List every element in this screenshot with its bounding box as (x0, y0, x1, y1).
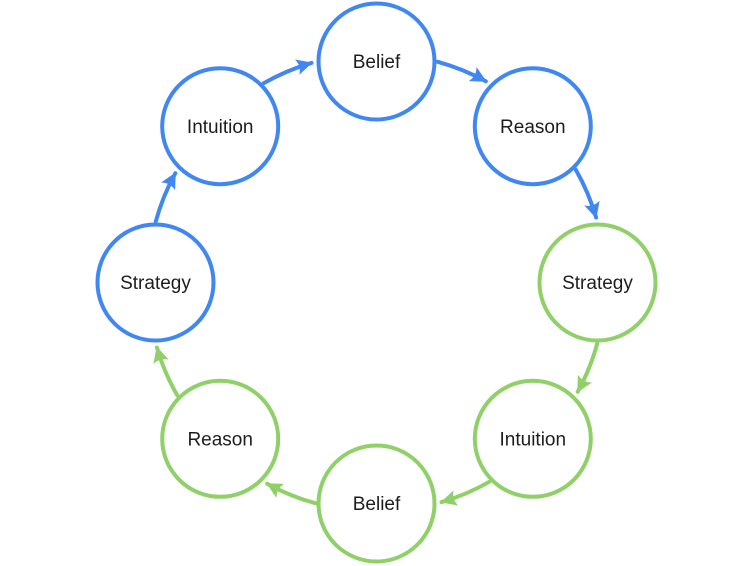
node-circle-reason-top-right (472, 66, 593, 187)
node-label-belief-top: Belief (353, 52, 401, 73)
node-intuition-top-left: Intuition (160, 66, 281, 187)
node-belief-bottom: Belief (316, 443, 437, 564)
node-reason-bottom-left: Reason (160, 378, 281, 499)
node-circle-belief-bottom (316, 443, 437, 564)
node-circle-strategy-left (95, 222, 216, 343)
arrow-reason-bottom-left-to-strategy-left (153, 345, 180, 398)
node-label-intuition-top-left: Intuition (187, 117, 254, 138)
node-label-reason-bottom-left: Reason (187, 429, 253, 450)
node-circle-intuition-top-left (160, 66, 281, 187)
node-circle-belief-top (316, 1, 437, 122)
arrow-strategy-left-to-intuition-top-left (153, 171, 178, 224)
arrow-strategy-right-to-intuition-bottom-right (575, 341, 600, 394)
arrow-belief-bottom-to-reason-bottom-left (265, 481, 318, 506)
node-circle-reason-bottom-left (160, 378, 281, 499)
node-strategy-left: Strategy (95, 222, 216, 343)
node-belief-top: Belief (316, 1, 437, 122)
node-label-strategy-right: Strategy (562, 273, 633, 294)
node-label-strategy-left: Strategy (120, 273, 191, 294)
arrow-intuition-top-left-to-belief-top (261, 59, 314, 86)
node-label-reason-top-right: Reason (500, 117, 566, 138)
node-strategy-right: Strategy (537, 222, 658, 343)
node-label-belief-bottom: Belief (353, 494, 401, 515)
node-circle-intuition-bottom-right (472, 378, 593, 499)
arrow-reason-top-right-to-strategy-right (573, 167, 600, 220)
arrow-belief-top-to-reason-top-right (435, 59, 488, 84)
arrow-intuition-bottom-right-to-belief-bottom (439, 479, 492, 506)
node-intuition-bottom-right: Intuition (472, 378, 593, 499)
node-label-intuition-bottom-right: Intuition (500, 429, 567, 450)
node-circle-strategy-right (537, 222, 658, 343)
node-reason-top-right: Reason (472, 66, 593, 187)
